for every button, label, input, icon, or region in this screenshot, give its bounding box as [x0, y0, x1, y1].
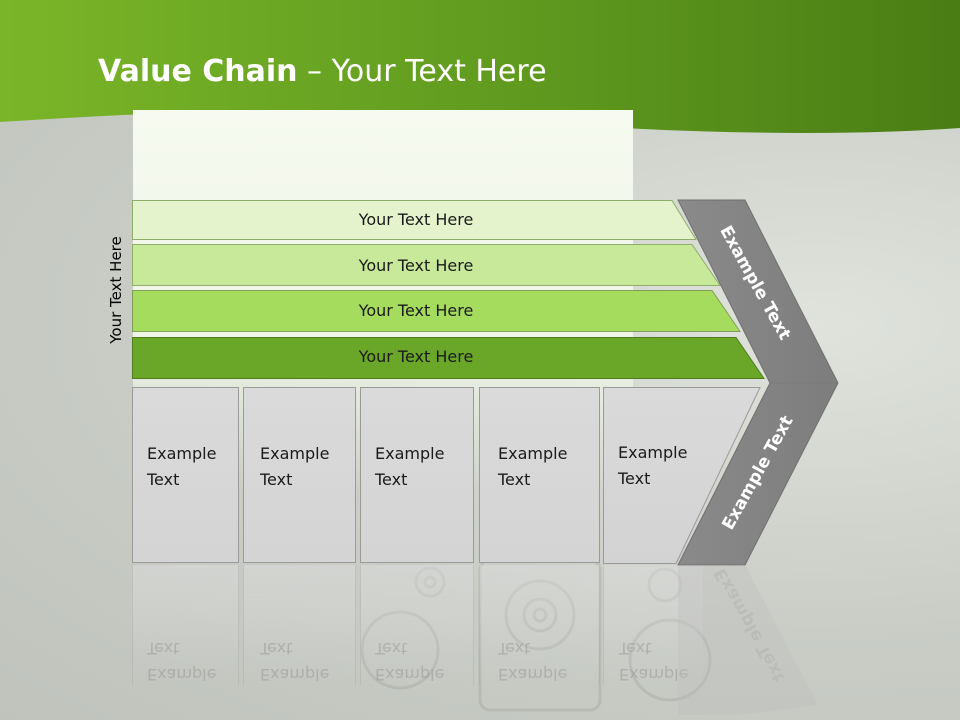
example-box-3-line2: Text [375, 470, 408, 489]
margin-chevron-reflection [678, 565, 818, 715]
example-box-2-line2: Text [260, 470, 293, 489]
value-bar-2[interactable]: Your Text Here [132, 244, 722, 286]
example-box-1-line2: Text [147, 470, 180, 489]
example-box-4-line2: Text [498, 470, 531, 489]
example-box-5-line2: Text [618, 469, 651, 488]
slide-title: Value Chain – Your Text Here [98, 54, 547, 89]
value-bar-2-label: Your Text Here [358, 256, 474, 275]
value-bar-4-label: Your Text Here [358, 347, 474, 366]
example-box-5-shape [603, 387, 761, 564]
example-box-2-line1: Example [260, 444, 330, 463]
margin-chevron[interactable] [670, 195, 850, 570]
example-box-3-line1: Example [375, 444, 445, 463]
vertical-label-text: Your Text Here [107, 236, 125, 344]
example-box-5-line1: Example [618, 443, 688, 462]
vertical-axis-label: Your Text Here [96, 200, 136, 380]
value-bar-3-label: Your Text Here [358, 301, 474, 320]
value-bar-4[interactable]: Your Text Here [132, 337, 766, 379]
example-box-4-line1: Example [498, 444, 568, 463]
header-banner [0, 0, 960, 133]
value-bar-3[interactable]: Your Text Here [132, 290, 742, 332]
value-bar-1[interactable]: Your Text Here [132, 200, 697, 240]
example-box-1-line1: Example [147, 444, 217, 463]
value-bar-1-label: Your Text Here [358, 210, 474, 229]
